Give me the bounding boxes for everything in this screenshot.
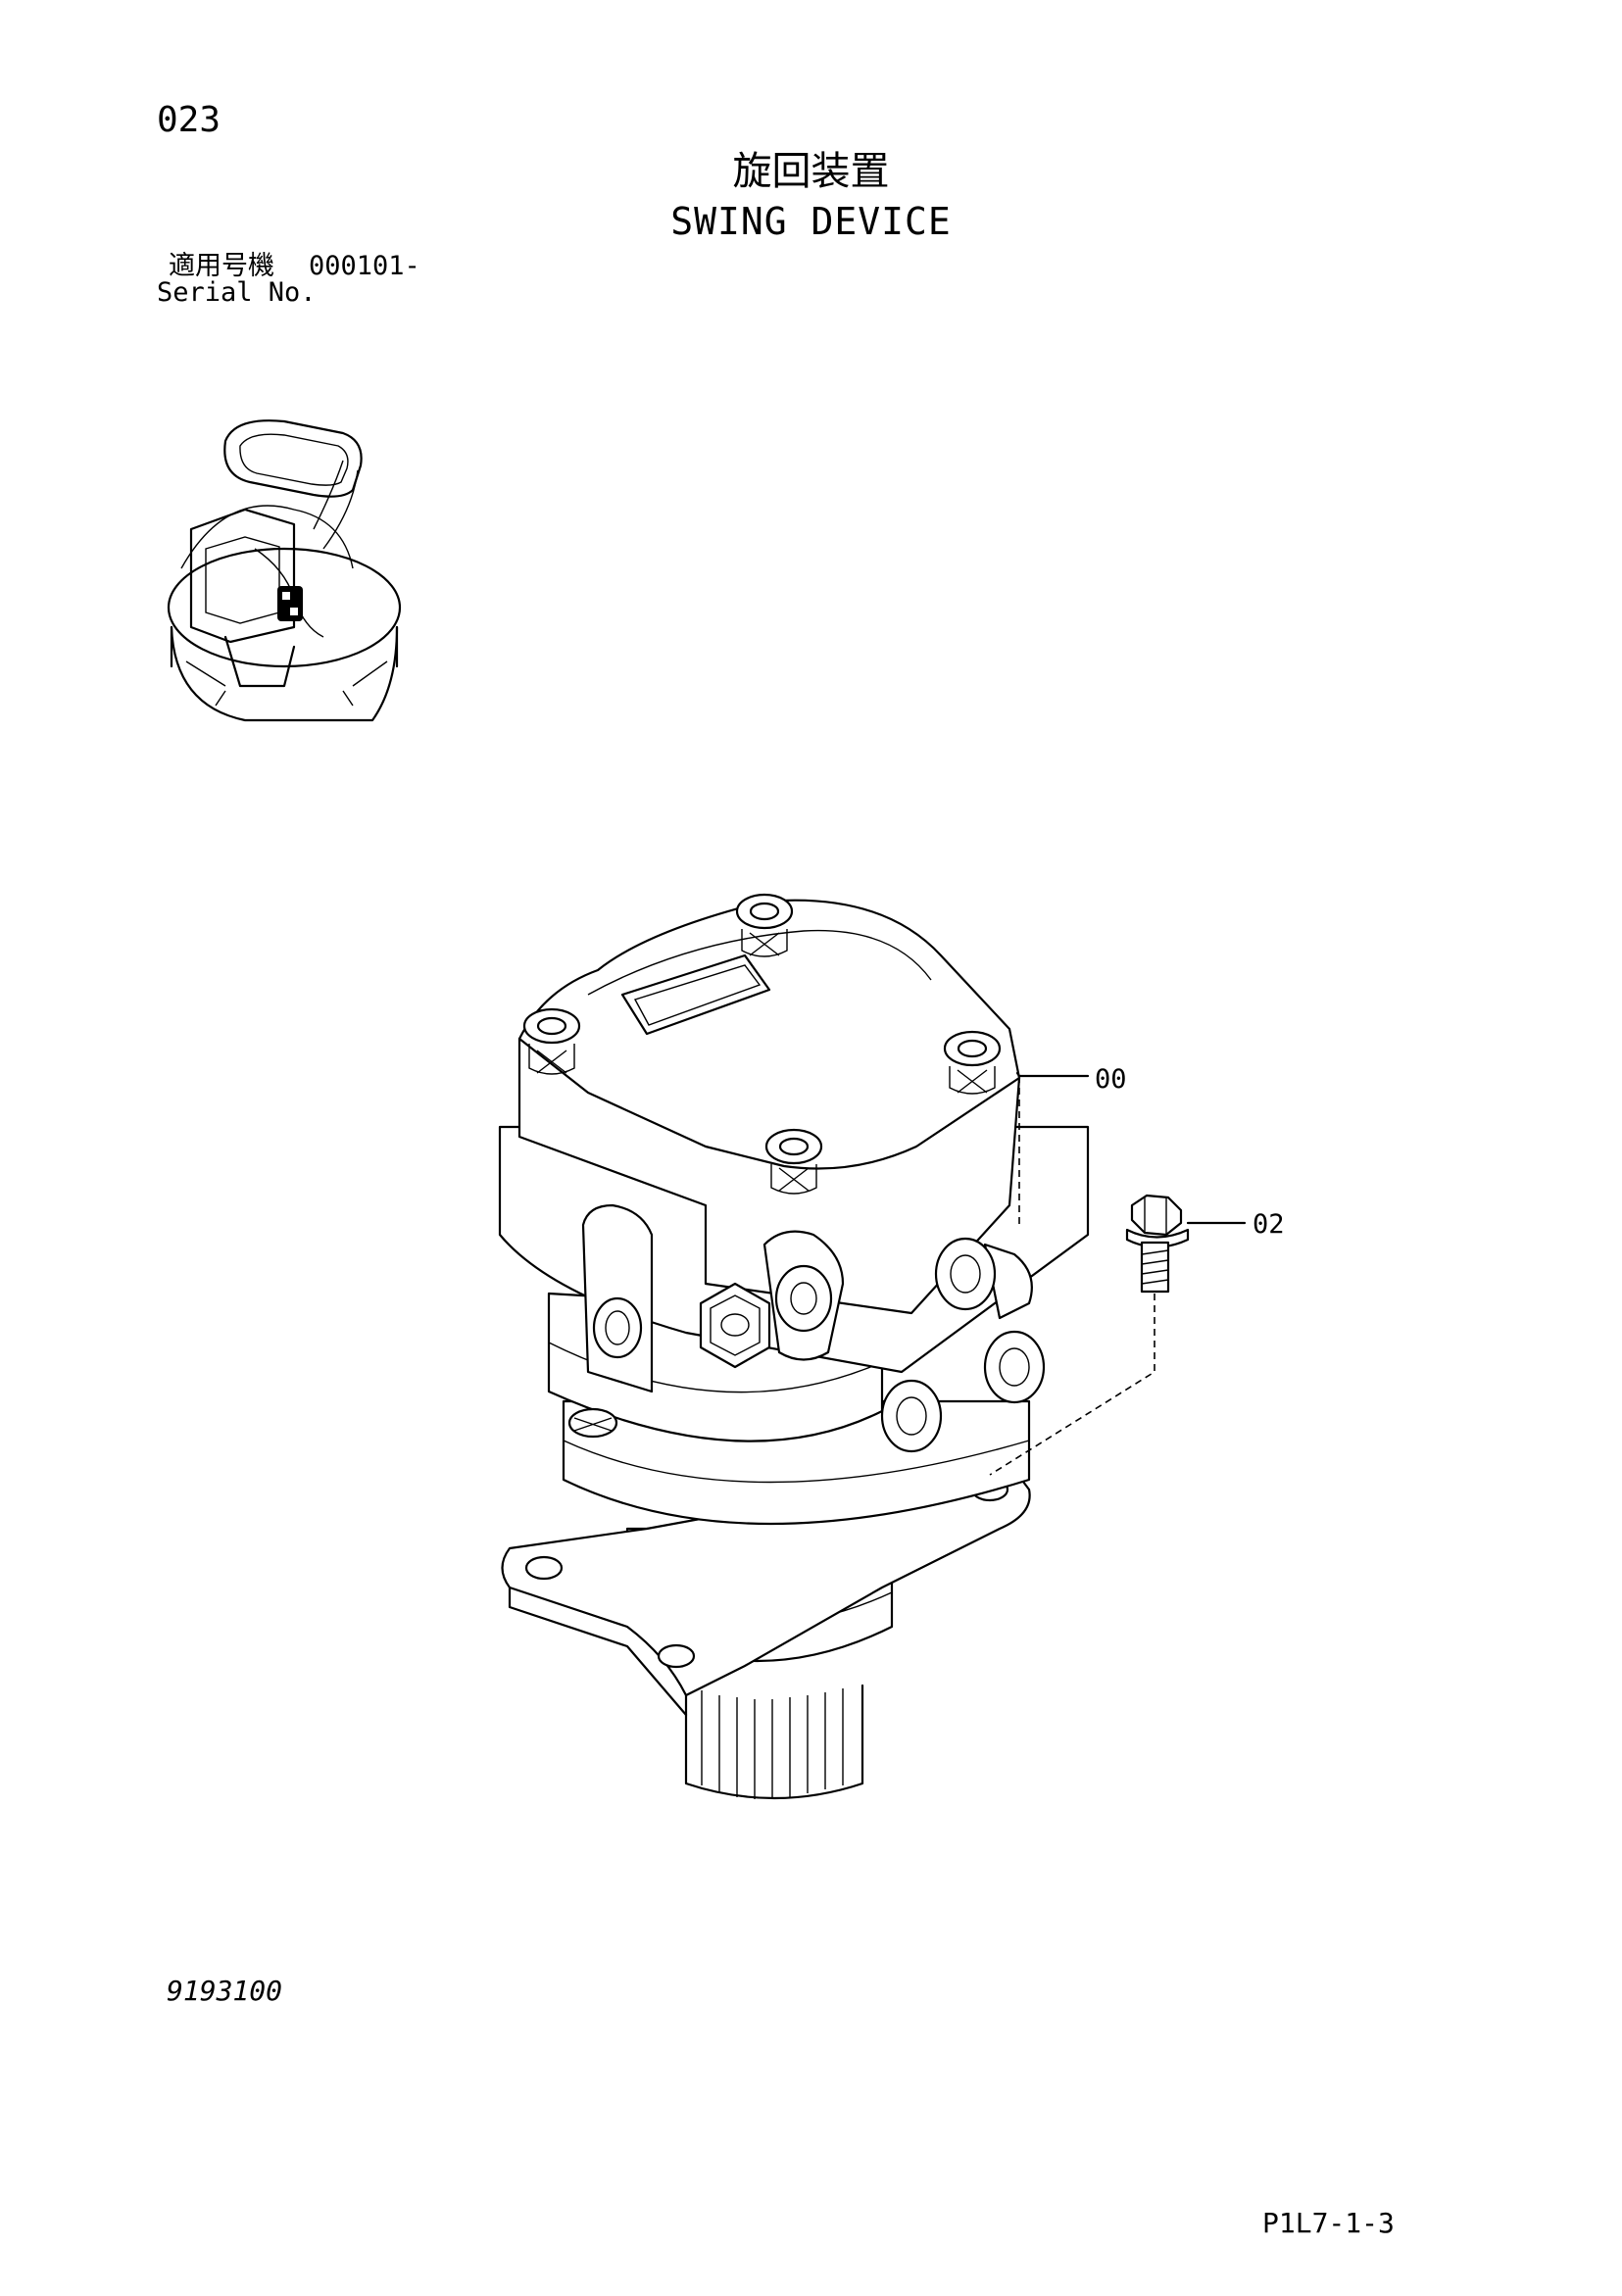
serial-label-japanese: 適用号機	[169, 251, 274, 281]
relief-valve	[699, 1282, 771, 1369]
serial-value: 000101-	[309, 251, 420, 281]
serial-label-english: Serial No.	[157, 277, 317, 308]
bolt-part-02	[989, 1194, 1247, 1476]
callout-02: 02	[1253, 1209, 1285, 1240]
cover-bolts	[522, 893, 1002, 1439]
top-cover	[517, 899, 1021, 1170]
leader-line-00	[1015, 1071, 1090, 1078]
mounting-flange	[501, 1464, 1031, 1717]
sheet-number: P1L7-1-3	[1262, 2207, 1395, 2239]
title-japanese: 旋回装置	[732, 149, 890, 194]
drawing-number: 9193100	[167, 1975, 283, 2007]
page-number: 023	[157, 100, 221, 140]
title-english: SWING DEVICE	[670, 200, 952, 243]
callout-00: 00	[1095, 1064, 1127, 1095]
location-thumbnail	[167, 419, 402, 722]
pinion-gear	[684, 1684, 864, 1800]
hydraulic-ports	[581, 1203, 1046, 1453]
highlighted-swing-device	[277, 586, 303, 621]
swing-motor-drawing	[498, 893, 1090, 1800]
